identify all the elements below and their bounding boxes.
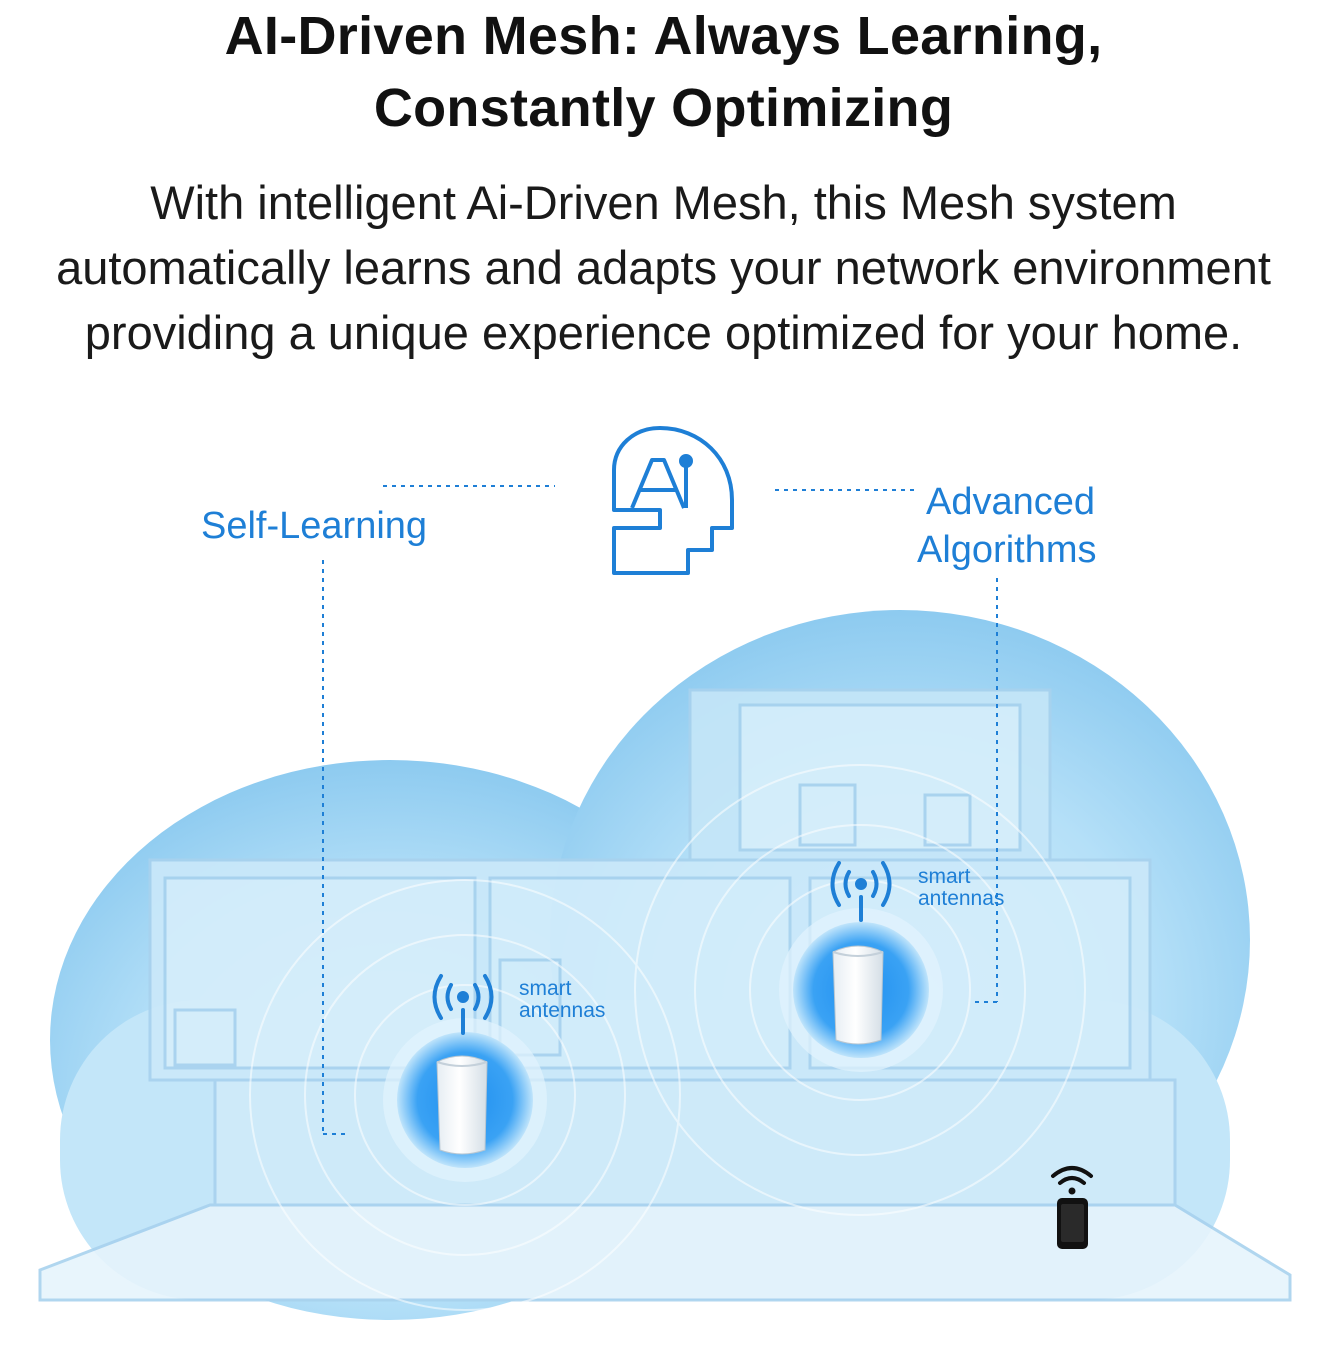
smartphone-wifi-icon bbox=[1051, 1166, 1093, 1249]
advanced-label-line-1: Advanced bbox=[926, 481, 1096, 523]
mesh-router-right bbox=[779, 908, 943, 1072]
smart-antennas-right-line-1: smart bbox=[918, 865, 971, 888]
signal-rings bbox=[249, 764, 1086, 1311]
title-line-2: Constantly Optimizing bbox=[373, 78, 954, 138]
smart-antennas-left-line-2: antennas bbox=[519, 999, 606, 1022]
smart-antennas-right-line-2: antennas bbox=[918, 887, 1005, 910]
description-line-1: With intelligent Ai-Driven Mesh, this Me… bbox=[150, 176, 1177, 229]
dotted-connectors bbox=[322, 485, 998, 1135]
house-illustration bbox=[38, 688, 1292, 1302]
ai-head-icon bbox=[612, 426, 734, 575]
mesh-router-left bbox=[383, 1018, 547, 1182]
page-title: AI-Driven Mesh: Always Learning, Constan… bbox=[0, 0, 1327, 144]
description: With intelligent Ai-Driven Mesh, this Me… bbox=[0, 170, 1327, 365]
description-line-3: providing a unique experience optimized … bbox=[84, 306, 1243, 359]
antenna-signal-icon-right bbox=[830, 861, 892, 922]
antenna-signal-icon-left bbox=[432, 974, 494, 1035]
description-line-2: automatically learns and adapts your net… bbox=[56, 241, 1271, 294]
smart-antennas-left-line-1: smart bbox=[519, 977, 572, 1000]
title-line-1: AI-Driven Mesh: Always Learning, bbox=[224, 6, 1103, 66]
advanced-label-line-2: Algorithms bbox=[917, 529, 1097, 571]
self-learning-label: Self-Learning bbox=[201, 505, 428, 547]
